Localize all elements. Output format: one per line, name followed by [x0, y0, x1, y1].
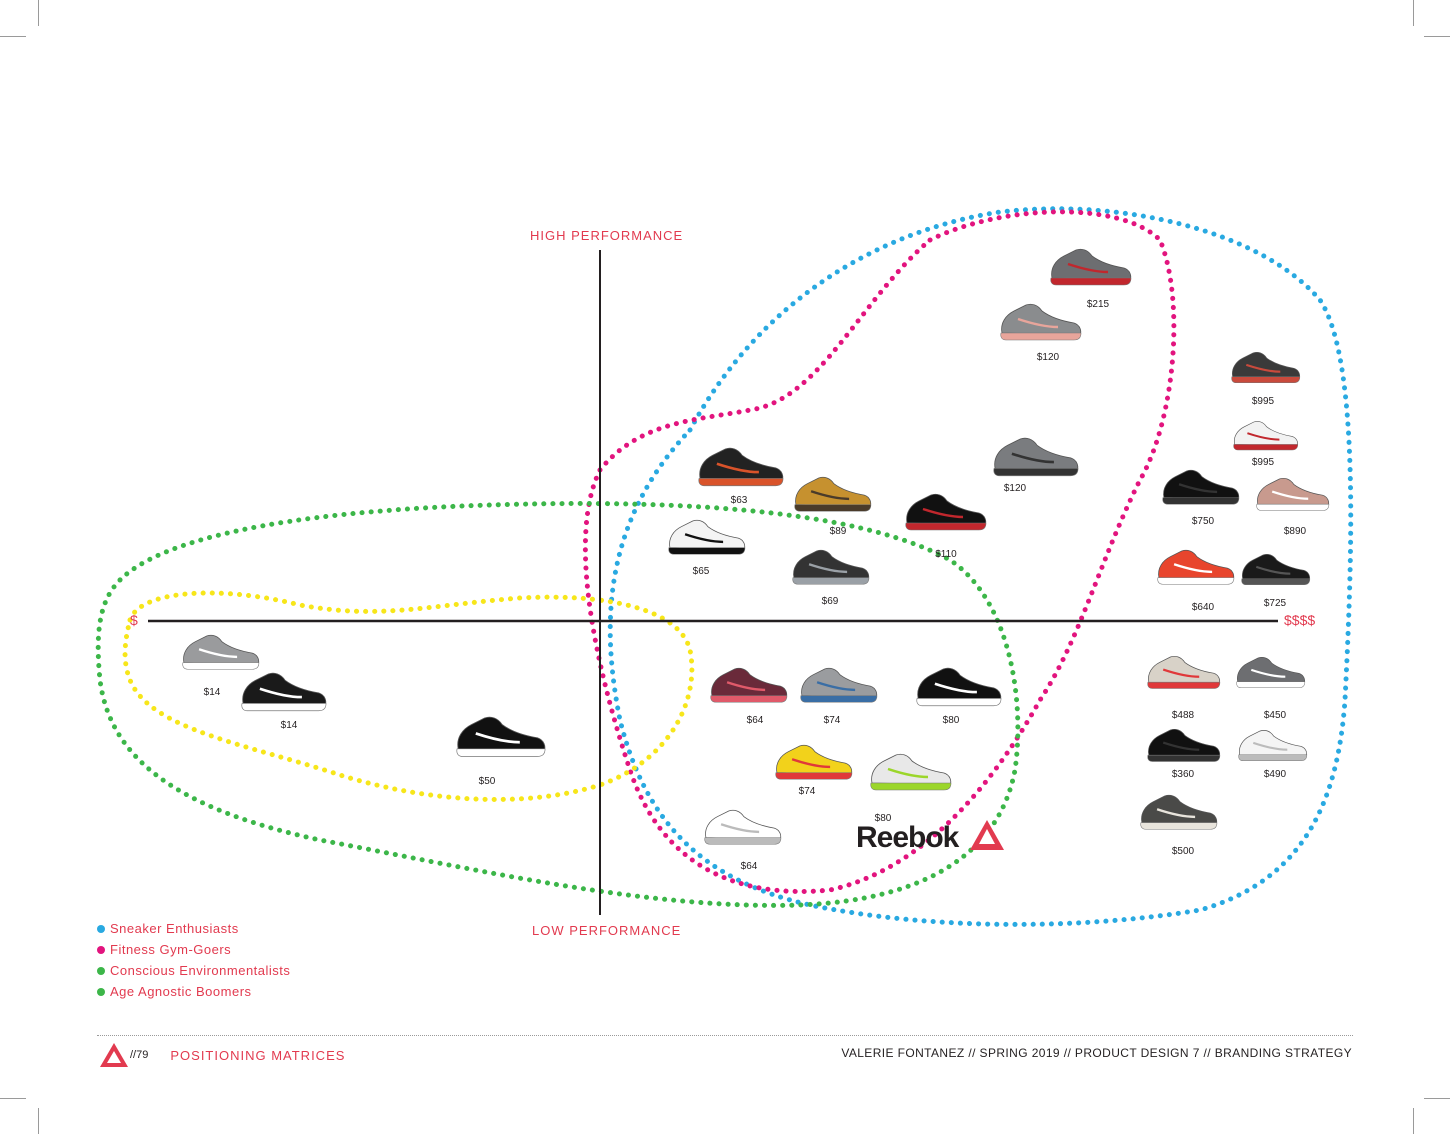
price-label: $500 — [1171, 846, 1195, 857]
shoe-image — [993, 437, 1079, 477]
price-label: $360 — [1171, 769, 1195, 780]
segment-legend: Sneaker Enthusiasts Fitness Gym-Goers Co… — [97, 918, 290, 1002]
shoe-image — [870, 753, 952, 791]
axis-label-low-price: $ — [130, 612, 138, 628]
price-label: $65 — [692, 566, 710, 577]
shoe-image — [1233, 421, 1299, 451]
shoe-image — [1256, 477, 1330, 511]
price-label: $215 — [1086, 299, 1110, 310]
price-label: $110 — [935, 549, 957, 560]
price-label: $120 — [1003, 483, 1027, 494]
legend-label: Sneaker Enthusiasts — [110, 921, 239, 936]
price-label: $64 — [740, 861, 758, 872]
price-label: $64 — [746, 715, 764, 726]
price-label: $995 — [1251, 457, 1275, 468]
shoe-image — [1238, 730, 1308, 762]
shoe-image — [1231, 352, 1301, 384]
shoe-image — [916, 667, 1002, 707]
price-label: $890 — [1283, 526, 1307, 537]
shoe-image — [792, 549, 870, 585]
footer-left: //79 POSITIONING MATRICES — [100, 1043, 345, 1067]
reebok-delta-icon — [100, 1043, 128, 1067]
price-label: $74 — [798, 786, 816, 797]
shoe-image — [704, 809, 782, 845]
shoe-image — [1147, 728, 1221, 762]
shoe-image — [456, 716, 546, 757]
shoe-image — [668, 519, 746, 555]
legend-swatch — [97, 966, 105, 975]
axis-label-low-performance: LOW PERFORMANCE — [532, 923, 682, 938]
legend-label: Age Agnostic Boomers — [110, 984, 252, 999]
shoe-image — [1000, 303, 1082, 341]
price-label: $640 — [1191, 602, 1215, 613]
price-label: $725 — [1263, 598, 1287, 609]
crop-mark — [1424, 36, 1450, 37]
shoe-image — [794, 476, 872, 512]
crop-mark — [0, 1098, 26, 1099]
shoe-image — [1241, 554, 1311, 586]
outline-conscious-environmentalists — [95, 501, 1021, 908]
shoe-image — [1157, 549, 1235, 585]
legend-swatch — [97, 987, 105, 996]
outline-age-agnostic-boomers — [122, 590, 695, 802]
price-label: $69 — [821, 596, 839, 607]
axis-label-high-performance: HIGH PERFORMANCE — [530, 228, 684, 243]
page-number: //79 — [130, 1049, 149, 1061]
crop-mark — [38, 1108, 39, 1134]
shoe-image — [1162, 469, 1240, 505]
legend-swatch — [97, 945, 105, 954]
price-label: $50 — [478, 776, 496, 787]
section-title: POSITIONING MATRICES — [170, 1047, 346, 1063]
footer-divider — [97, 1035, 1353, 1036]
price-label: $80 — [942, 715, 960, 726]
price-label: $14 — [280, 720, 298, 731]
shoe-image — [698, 447, 784, 487]
legend-item-sneaker-enthusiasts: Sneaker Enthusiasts — [97, 918, 290, 939]
crop-mark — [1413, 0, 1414, 26]
shoe-image — [1147, 655, 1221, 689]
price-label: $80 — [874, 813, 892, 824]
shoe-image — [182, 634, 260, 670]
price-label: $995 — [1251, 396, 1275, 407]
shoe-image — [1050, 248, 1132, 286]
legend-label: Fitness Gym-Goers — [110, 942, 232, 957]
price-label: $450 — [1263, 710, 1287, 721]
shoe-image — [241, 672, 327, 712]
crop-mark — [0, 36, 26, 37]
price-label: $74 — [823, 715, 841, 726]
price-label: $120 — [1036, 352, 1060, 363]
shoe-image — [905, 493, 987, 531]
shoe-image — [775, 744, 853, 780]
price-label: $14 — [203, 687, 221, 698]
axis-label-high-price: $$$$ — [1284, 612, 1316, 628]
shoe-image — [1236, 657, 1306, 689]
shoe-image — [1140, 794, 1218, 830]
price-label: $488 — [1171, 710, 1195, 721]
legend-item-age-agnostic-boomers: Age Agnostic Boomers — [97, 981, 290, 1002]
footer-credits: VALERIE FONTANEZ // SPRING 2019 // PRODU… — [841, 1046, 1352, 1060]
legend-item-conscious-environmentalists: Conscious Environmentalists — [97, 960, 290, 981]
price-label: $750 — [1191, 516, 1215, 527]
crop-mark — [38, 0, 39, 26]
reebok-delta-icon — [970, 820, 1004, 850]
shoe-image — [710, 667, 788, 703]
price-label: $89 — [829, 526, 847, 537]
shoe-image — [800, 667, 878, 703]
outline-fitness-gym-goers — [582, 209, 1177, 894]
crop-mark — [1424, 1098, 1450, 1099]
price-label: $490 — [1263, 769, 1287, 780]
legend-label: Conscious Environmentalists — [110, 963, 291, 978]
legend-swatch — [97, 924, 105, 933]
reebok-logo: Reebok — [856, 821, 959, 854]
legend-item-fitness-gym-goers: Fitness Gym-Goers — [97, 939, 290, 960]
price-label: $63 — [730, 495, 748, 506]
crop-mark — [1413, 1108, 1414, 1134]
